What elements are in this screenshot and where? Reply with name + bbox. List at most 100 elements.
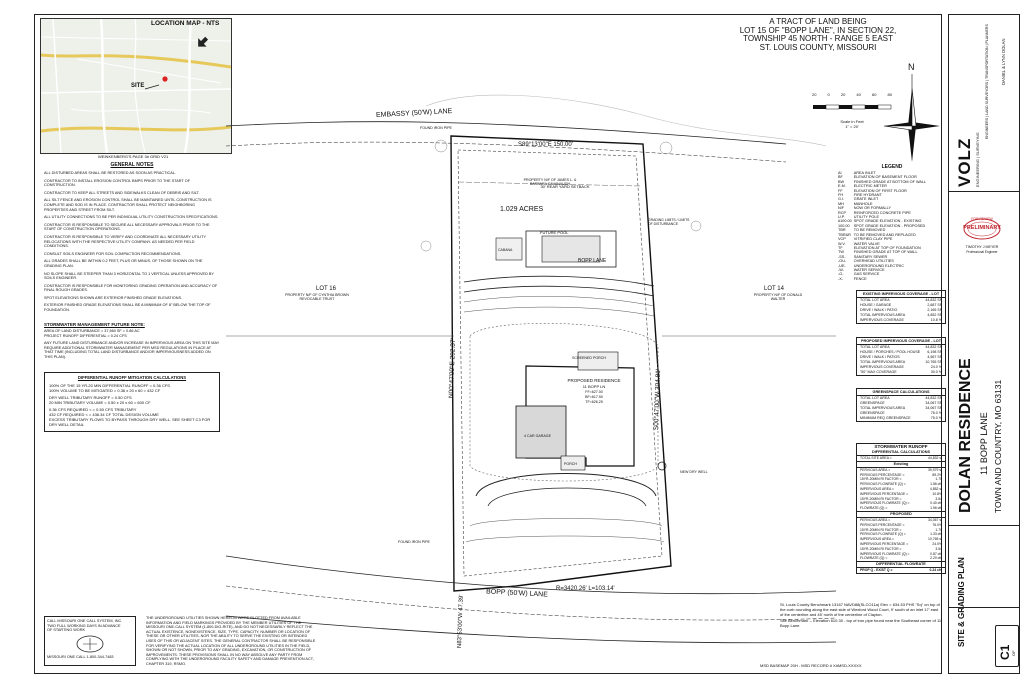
location-map-title: LOCATION MAP - NTS — [151, 20, 220, 27]
project-name: DOLAN RESIDENCE — [957, 358, 974, 513]
legend-item: -UE-UNDERGROUND ELECTRIC — [838, 263, 904, 268]
acreage-label: 1.029 ACRES — [500, 206, 544, 213]
stamp-seal-icon — [963, 218, 1001, 240]
runoff-line: 432 CF REQUIRED < = 436.34 CF TOTAL DESI… — [49, 412, 159, 417]
location-map: LOCATION MAP - NTS SITE — [40, 18, 232, 154]
general-notes-title: GENERAL NOTES — [110, 162, 154, 168]
driveway-edge — [475, 473, 657, 497]
general-note: CONSULT SOILS ENGINEER FOR SOIL COMPACTI… — [44, 251, 182, 256]
future-pool-outline — [525, 230, 617, 268]
runoff-line: 100% VOLUME TO BE MITIGATED = 0.36 x 20 … — [49, 388, 161, 393]
engineer-title: Professional Engineer — [966, 250, 998, 254]
limits-label: GRADING LIMITS / LIMITS OF DISTURBANCE — [648, 218, 690, 226]
house-address: 11 BOPP LN — [582, 384, 606, 389]
table-row: IMPERVIOUS PERCENTAGE =10.8% — [860, 491, 942, 496]
scale-tick: 60 — [871, 92, 877, 97]
general-note: CONTRACTOR IS RESPONSIBLE FOR MONITORING… — [44, 283, 218, 293]
lot-bottom-label: BOPP LANE — [578, 258, 607, 264]
general-note: CONTRACTOR TO INSTALL EROSION CONTROL BM… — [44, 178, 191, 188]
runoff-line: 20 MIN TRIBUTARY VOLUME = 0.50 x 20 x 60… — [49, 400, 151, 405]
engineer-name: TIMOTHY J MEYER — [965, 245, 999, 249]
general-note: EXTERIOR FINISHED GRADE ELEVATIONS SHALL… — [44, 303, 211, 313]
scale-tick: 20 — [812, 92, 817, 97]
scale-tick: 40 — [856, 92, 861, 97]
stormwater-note-line: PROJECT RUNOFF DIFFERENTIAL = 0.24 CFS — [44, 333, 127, 338]
table-row: 15YR-20MIN RI FACTOR =1.70 — [860, 477, 942, 482]
location-map-graphic — [41, 19, 231, 153]
table-row: PROP Q - EXIST Q =0.24 cfs — [860, 568, 942, 573]
firm-panel: VOLZ ENGINEERING | SURVEYING ENGINEERS |… — [949, 15, 1019, 192]
legend-item: E.M.ELECTRIC METER — [838, 184, 887, 189]
street-edge — [226, 615, 836, 644]
table-section: DIFFERENTIAL FLOWRATE — [857, 561, 945, 569]
lot-left-label: LOT 16 — [316, 286, 336, 292]
stamp-text: PRELIMINARY — [963, 225, 1001, 231]
street-edge — [226, 121, 787, 145]
general-note: SPOT ELEVATIONS SHOWN ARE EXTERIOR FINIS… — [44, 295, 183, 300]
table-row: PERVIOUS FLOWRATE (Q) =1.56 cfs — [860, 482, 942, 487]
general-note: CONTRACTOR IS RESPONSIBLE TO SECURE ALL … — [44, 222, 210, 232]
scale-bar — [813, 104, 892, 110]
house-detail: BF=617.50 — [585, 395, 603, 399]
house-detail: TF=626.25 — [585, 400, 603, 404]
one-call-logo-icon — [76, 635, 104, 653]
table-row: FLOWRATE (Q) =2.20 cfs — [860, 556, 942, 561]
runoff-mitigation-box: DIFFERENTIAL RUNOFF MITIGATION CALCULATI… — [44, 372, 220, 432]
dry-well-label: NEW DRY WELL — [680, 470, 708, 474]
legend-item: W.V.WATER VALVE — [838, 241, 880, 246]
tree — [690, 220, 702, 232]
site-plan-drawing — [226, 94, 836, 644]
sheet-title: SITE & GRADING PLAN — [957, 557, 966, 647]
general-note: ALL GRADES SHALL BE WITHIN 0.2 FEET, PLU… — [44, 259, 203, 268]
stormwater-note-line: AREA OF LAND DISTURBANCE = 37,560 SF = 0… — [44, 329, 140, 333]
general-notes: GENERAL NOTES ALL DISTURBED AREAS SHALL … — [44, 162, 220, 316]
site-label: SITE — [131, 83, 145, 89]
scale-tick: 80 — [887, 92, 892, 97]
benchmark-notes: St. Louis County Benchmark 13167 NAVD88(… — [780, 602, 942, 631]
rear-yard-setback-label: 30' REAR YARD SETBACK — [540, 184, 590, 189]
table-row: PERVIOUS FLOWRATE (Q) =1.33 cfs — [860, 532, 942, 537]
firm-logo: VOLZ — [955, 137, 974, 187]
street-centerline — [226, 585, 836, 621]
lot-top-owner: PROPERTY N/F OF JAMES L. & BARBARA CAVAN… — [523, 178, 577, 186]
property-boundary — [450, 135, 672, 592]
general-note: CONTRACTOR TO KEEP ALL STREETS AND SIDEW… — [44, 190, 200, 195]
contour-line — [463, 295, 655, 307]
legend-item: -X-FENCE — [838, 276, 867, 281]
contour-line — [425, 94, 827, 147]
scale-tick: 20 — [840, 92, 846, 97]
tree — [420, 240, 432, 252]
runoff-line: EXCESS TRIBUTARY FLOWS TO BYPASS THROUGH… — [49, 417, 211, 427]
table-row: IMPERVIOUS AREA =4,852 sf — [860, 486, 942, 491]
one-call-box: CALL MISSOURI ONE CALL SYSTEM, INC. TWO … — [44, 616, 136, 666]
north-arrow-icon — [883, 74, 940, 162]
stormwater-note-line: ANY FUTURE LAND DISTURBANCE AND/OR INCRE… — [44, 341, 220, 359]
table-title: GREENSPACE CALCULATIONS — [857, 389, 945, 396]
benchmark-line: St. Louis County Benchmark 13167 NAVD88(… — [780, 602, 940, 617]
one-call-line: CALL MISSOURI ONE CALL SYSTEM, INC. — [47, 619, 123, 623]
driveway-edge — [487, 487, 647, 507]
